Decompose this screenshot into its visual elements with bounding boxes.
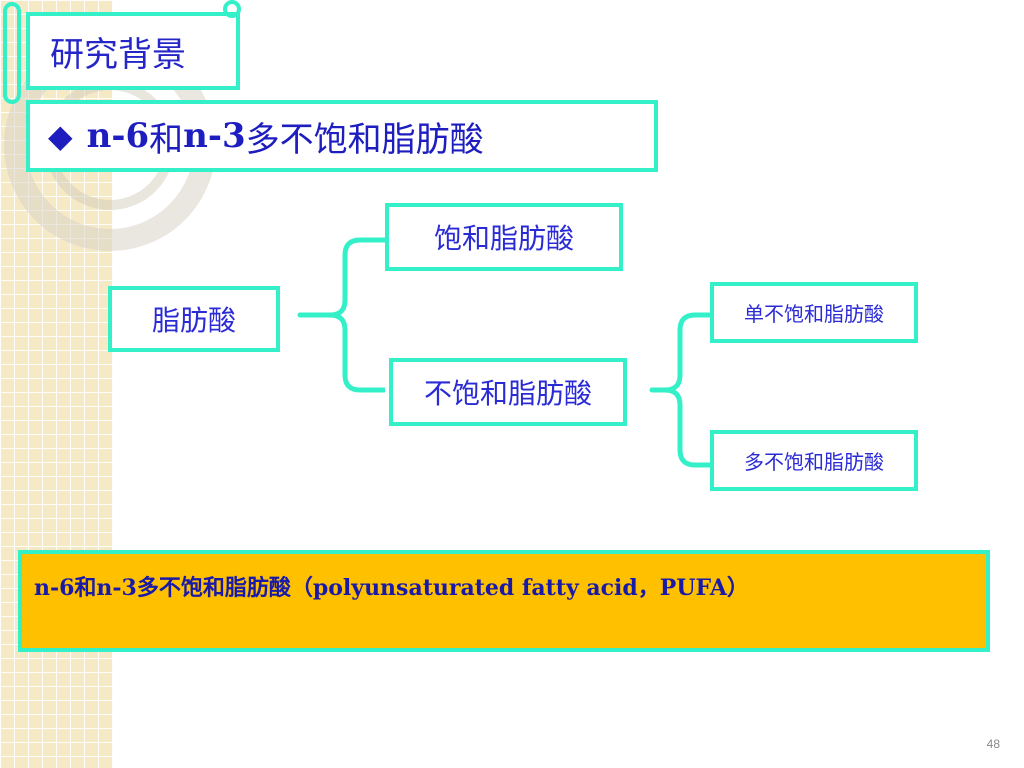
node-fatty-acid: 脂肪酸 [108,286,280,352]
summary-text: n-6和n-3多不饱和脂肪酸（polyunsaturated fatty aci… [34,575,749,601]
node-fatty-acid-label: 脂肪酸 [151,304,236,337]
node-polyunsaturated-label: 多不饱和脂肪酸 [744,450,884,474]
summary-box: n-6和n-3多不饱和脂肪酸（polyunsaturated fatty aci… [18,550,990,652]
diamond-bullet-icon: ◆ [48,117,73,155]
scroll-decoration [3,0,241,104]
section-title: 研究背景 [26,12,240,90]
node-unsaturated: 不饱和脂肪酸 [389,358,627,426]
node-monounsaturated-label: 单不饱和脂肪酸 [744,302,884,326]
node-polyunsaturated: 多不饱和脂肪酸 [710,430,918,491]
heading-mid: n-3 [183,116,246,156]
node-unsaturated-label: 不饱和脂肪酸 [423,377,592,410]
page-number: 48 [986,737,1000,751]
node-monounsaturated: 单不饱和脂肪酸 [710,282,918,343]
node-saturated-label: 饱和脂肪酸 [433,222,574,255]
node-saturated: 饱和脂肪酸 [385,203,623,271]
section-title-text: 研究背景 [50,34,186,75]
heading-suffix: 多不饱和脂肪酸 [245,119,484,160]
heading-prefix: n-6 [86,116,150,156]
heading-and: 和 [149,119,184,160]
